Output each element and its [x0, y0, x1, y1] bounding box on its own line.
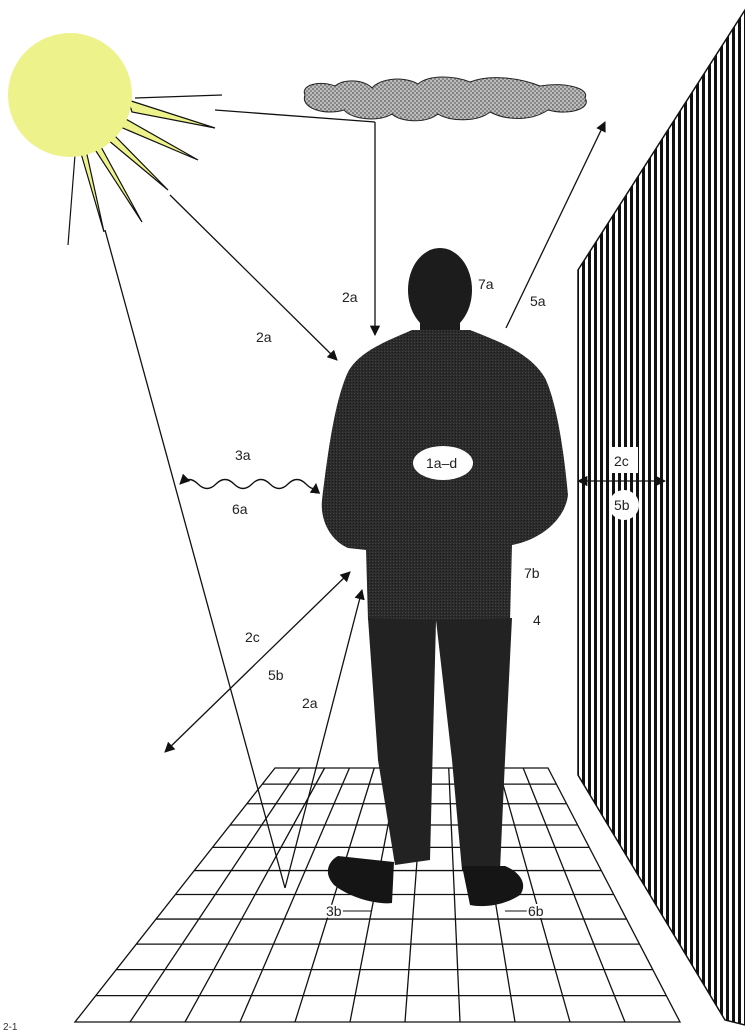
- label-side: 7b: [524, 565, 540, 581]
- label-diag-bottom: 5b: [268, 667, 284, 683]
- label-foot-right: 6b: [528, 903, 544, 919]
- label-diag-top: 2c: [245, 629, 260, 645]
- label-up-right: 5a: [530, 293, 546, 309]
- sun: [8, 33, 222, 245]
- ground-exchange-arrow: [165, 572, 350, 752]
- sun-to-man-arrow: [170, 195, 337, 360]
- sun-disc: [8, 33, 132, 157]
- label-wall-top: 2c: [614, 453, 629, 469]
- label-foot-left: 3b: [326, 903, 342, 919]
- air-wave-arrow: [180, 480, 316, 489]
- label-ground-reflect: 2a: [302, 695, 318, 711]
- label-air-bottom: 6a: [232, 501, 248, 517]
- corner-mark: 2-1: [3, 1022, 17, 1033]
- label-hip: 4: [533, 612, 541, 628]
- label-cloud-to-man: 2a: [342, 289, 358, 305]
- label-air-top: 3a: [235, 447, 251, 463]
- label-sun-to-man: 2a: [256, 329, 272, 345]
- label-head: 7a: [478, 276, 494, 292]
- label-wall-bottom: 5b: [614, 497, 630, 513]
- cloud: [304, 77, 586, 121]
- label-body: 1a–d: [426, 455, 457, 471]
